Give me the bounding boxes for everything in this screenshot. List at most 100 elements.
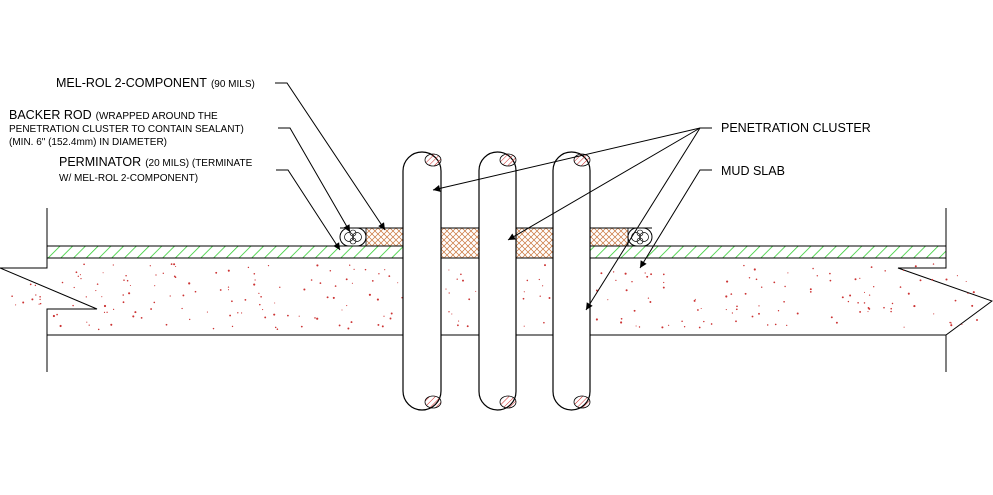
concrete-speckle [523, 325, 525, 327]
pipe-2-top-cap [499, 153, 517, 167]
concrete-speckle [891, 302, 894, 305]
concrete-speckle [274, 302, 276, 304]
concrete-speckle [112, 264, 114, 266]
concrete-speckle [38, 303, 40, 305]
concrete-speckle [523, 291, 525, 293]
concrete-speckle [698, 326, 701, 329]
concrete-speckle [75, 271, 78, 274]
concrete-speckle [231, 325, 234, 328]
label-melrol: MEL-ROL 2-COMPONENT(90 MILS) [56, 76, 255, 90]
concrete-speckle [700, 307, 702, 310]
concrete-speckle [883, 306, 885, 309]
concrete-speckle [543, 321, 545, 324]
concrete-speckle [971, 304, 974, 307]
concrete-speckle [122, 294, 124, 296]
concrete-speckle [52, 314, 55, 318]
concrete-speckle [945, 278, 948, 281]
concrete-speckle [39, 298, 41, 301]
concrete-speckle [783, 300, 785, 303]
concrete-speckle [334, 285, 337, 287]
concrete-speckle [316, 264, 319, 267]
label-backer-rod-line2: PENETRATION CLUSTER TO CONTAIN SEALANT) [9, 124, 244, 135]
concrete-speckle [914, 265, 917, 268]
concrete-speckle [376, 298, 379, 301]
concrete-speckle [22, 301, 25, 304]
concrete-speckle [310, 279, 313, 281]
concrete-speckle [683, 326, 686, 328]
concrete-speckle [112, 308, 115, 311]
concrete-speckle [451, 313, 453, 315]
concrete-speckle [710, 323, 713, 325]
concrete-speckle [736, 305, 738, 308]
concrete-speckle [681, 320, 683, 323]
concrete-speckle [620, 317, 623, 320]
melrol-sealant-left [365, 227, 404, 247]
concrete-speckle [835, 321, 838, 324]
concrete-speckle [103, 311, 106, 313]
concrete-speckle [194, 290, 197, 293]
concrete-speckle [56, 313, 58, 316]
concrete-speckle [854, 278, 857, 281]
pipe-1-top-cap [424, 153, 442, 167]
concrete-speckle [903, 326, 905, 328]
concrete-speckle [173, 263, 176, 266]
concrete-speckle [703, 320, 705, 323]
concrete-speckle [758, 312, 760, 315]
concrete-speckle [812, 267, 814, 270]
concrete-speckle [743, 264, 745, 267]
concrete-speckle [95, 290, 97, 292]
concrete-speckle [650, 273, 653, 276]
concrete-speckle [620, 321, 623, 324]
concrete-speckle [381, 325, 384, 328]
concrete-speckle [227, 269, 230, 272]
concrete-speckle [458, 320, 460, 322]
concrete-speckle [188, 282, 191, 285]
concrete-speckle [644, 272, 646, 274]
concrete-speckle [847, 300, 850, 303]
concrete-speckle [316, 317, 319, 320]
concrete-speckle [646, 275, 649, 278]
concrete-speckle [125, 275, 127, 277]
concrete-speckle [126, 279, 129, 282]
concrete-speckle [735, 320, 737, 323]
concrete-speckle [448, 311, 450, 313]
concrete-speckle [694, 298, 696, 300]
concrete-speckle [383, 315, 385, 317]
concrete-speckle [73, 286, 75, 289]
concrete-speckle [106, 311, 108, 313]
concrete-speckle [132, 315, 135, 318]
concrete-speckle [353, 268, 355, 270]
concrete-speckle [773, 281, 776, 284]
concrete-speckle [231, 300, 233, 303]
concrete-speckle [867, 311, 869, 313]
concrete-speckle [181, 307, 183, 310]
concrete-speckle [345, 278, 348, 281]
concrete-speckle [173, 275, 176, 278]
concrete-speckle [227, 286, 230, 288]
leader-cluster-3 [585, 127, 701, 311]
concrete-speckle [726, 280, 729, 283]
concrete-speckle [725, 295, 728, 298]
concrete-speckle [162, 272, 164, 274]
concrete-speckle [229, 314, 232, 317]
concrete-speckle [748, 277, 751, 279]
concrete-speckle [298, 315, 300, 317]
concrete-speckle [85, 296, 87, 298]
concrete-speckle [212, 327, 215, 330]
concrete-speckle [254, 279, 256, 281]
concrete-speckle [35, 294, 37, 296]
concrete-speckle [633, 309, 636, 312]
concrete-speckle [662, 286, 665, 289]
concrete-speckle [388, 275, 391, 277]
pipe-2-bottom-cap [499, 395, 517, 409]
perminator-membrane-right [589, 245, 947, 259]
concrete-speckle [735, 308, 738, 311]
concrete-speckle [384, 269, 386, 271]
pipe-3 [552, 151, 591, 411]
concrete-speckle [169, 295, 171, 297]
concrete-speckle [829, 279, 832, 282]
leader-melrol [275, 82, 386, 231]
concrete-speckle [730, 293, 733, 295]
concrete-speckle [899, 286, 902, 288]
